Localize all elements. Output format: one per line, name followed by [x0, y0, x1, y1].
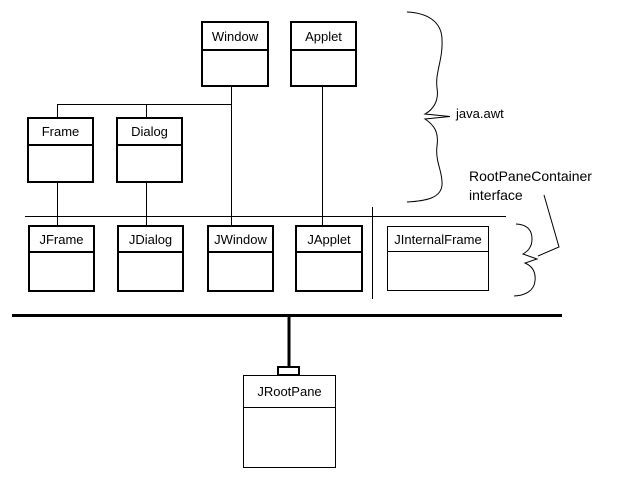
class-name-jwindow: JWindow [209, 227, 272, 253]
class-box-dialog: Dialog [116, 117, 183, 183]
class-box-jdialog: JDialog [117, 225, 184, 292]
class-box-jinternalframe: JInternalFrame [387, 226, 489, 291]
interface-pointer-line [537, 194, 560, 257]
class-name-frame: Frame [29, 119, 92, 146]
class-name-window: Window [203, 23, 267, 51]
class-name-jrootpane: JRootPane [244, 376, 335, 408]
class-box-jwindow: JWindow [207, 225, 274, 292]
class-name-jinternalframe: JInternalFrame [388, 227, 488, 252]
rootpanecontainer-label-line2: interface [469, 187, 523, 203]
class-box-jframe: JFrame [28, 225, 95, 292]
class-box-window: Window [201, 21, 269, 87]
class-box-applet: Applet [290, 21, 357, 87]
rootpanecontainer-label-line1: RootPaneContainer [469, 168, 592, 184]
class-box-frame: Frame [27, 117, 94, 183]
class-name-dialog: Dialog [118, 119, 181, 146]
awt-brace [406, 11, 451, 203]
java-awt-package-label: java.awt [456, 106, 504, 121]
class-name-jframe: JFrame [30, 227, 93, 253]
class-name-japplet: JApplet [297, 227, 361, 253]
class-box-japplet: JApplet [295, 225, 363, 292]
class-name-jdialog: JDialog [119, 227, 182, 253]
rootpanecontainer-interface-label: RootPaneContainer interface [469, 167, 592, 205]
class-box-jrootpane: JRootPane [243, 375, 336, 468]
interface-brace [513, 223, 539, 297]
class-name-applet: Applet [292, 23, 355, 51]
